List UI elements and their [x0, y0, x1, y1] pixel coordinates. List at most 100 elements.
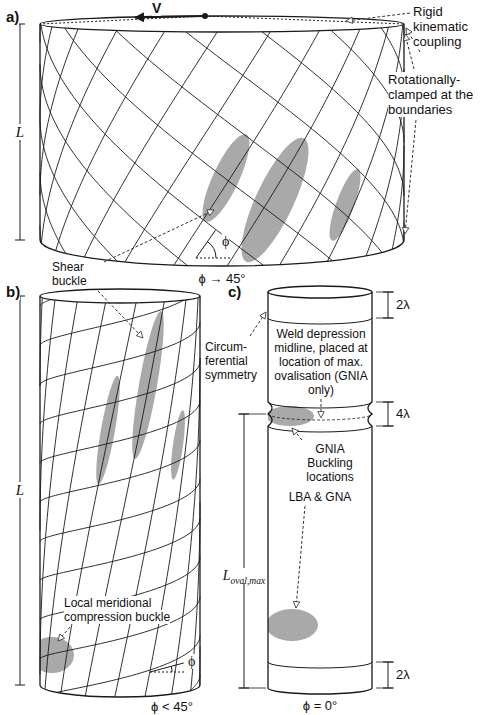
text-patch: Shear buckle: [52, 260, 87, 288]
dimension-line: [388, 662, 389, 688]
shell-bottom-rim: [40, 685, 200, 697]
dimension-line: [244, 414, 245, 688]
shell-grid-line: [186, 32, 404, 242]
annotation: Circum-ferential symmetry: [205, 340, 265, 382]
shell-grid-line: [262, 32, 404, 196]
annotation: Rigid kinematic coupling: [413, 4, 485, 49]
angle-value: ϕ = 0°: [303, 698, 338, 713]
buckle-group: [194, 129, 367, 270]
dimension-tick: [383, 292, 393, 293]
shell-top-rim: [40, 16, 404, 32]
text-patch: Loval,max: [223, 568, 265, 583]
shell-ring: [268, 426, 372, 432]
shell-grid-line: [227, 29, 360, 266]
shell-ring: [268, 402, 372, 408]
shell-grid-line: [116, 31, 382, 253]
dimension-label: L: [16, 124, 24, 141]
dimension-line: [388, 292, 389, 318]
text-patch: ϕ < 45°: [151, 699, 193, 714]
angle-label: ϕ: [188, 654, 195, 670]
buckle-zone: [194, 129, 258, 227]
panel-label: a): [6, 8, 19, 25]
text-patch: GNIA Buckling locations: [306, 442, 353, 484]
leader-line: [321, 399, 322, 418]
dimension-tick: [383, 426, 393, 427]
panel-label: c): [228, 283, 241, 300]
angle-reference: [196, 258, 230, 259]
extension-line: [376, 318, 394, 319]
reference-point: [202, 13, 208, 19]
annotation: Local meridional compression buckle: [64, 596, 182, 624]
buckle-zone: [324, 166, 367, 244]
text-patch: V: [152, 0, 161, 16]
extension-line: [376, 662, 394, 663]
shell-grid-line: [190, 675, 200, 691]
extension-line: [376, 292, 394, 293]
text-patch: Circum-ferential symmetry: [205, 340, 257, 382]
shell-top-rim: [40, 289, 200, 303]
shell-grid-line: [65, 28, 333, 261]
shell-grid-line: [40, 64, 187, 265]
shell-bottom-rim: [268, 688, 372, 694]
text-patch: ϕ: [188, 654, 195, 669]
text-patch: ϕ: [222, 234, 229, 249]
shell-grid-line: [40, 518, 200, 581]
dimension-tick: [15, 240, 25, 241]
dimension-tick: [383, 318, 393, 319]
shear-force-arrow: [135, 16, 205, 18]
text-patch: a): [6, 8, 19, 25]
extension-line: [376, 426, 394, 427]
text-patch: ϕ = 0°: [303, 698, 338, 713]
shell-grid-line: [172, 358, 200, 694]
shell-grid: [40, 298, 200, 697]
force-label: V: [152, 0, 161, 16]
text-patch: c): [228, 283, 241, 300]
dimension-tick: [15, 685, 25, 686]
shell-grid-line: [40, 596, 200, 659]
angle-arc: [207, 242, 216, 258]
extension-line: [238, 414, 266, 415]
buckle-zone: [30, 637, 74, 673]
dimension-label: 4λ: [396, 406, 410, 421]
coupling-line: [40, 16, 205, 24]
shell-edge: [39, 296, 40, 685]
text-patch: L: [16, 482, 24, 498]
shell-grid-line: [61, 303, 136, 693]
dimension-label: Loval,max: [223, 568, 265, 589]
buckle-zone: [126, 310, 170, 461]
dimension-label: 2λ: [396, 667, 410, 682]
subscript: oval,max: [231, 576, 266, 586]
shell-ring: [268, 414, 372, 420]
extension-line: [376, 402, 394, 403]
extension-line: [238, 688, 266, 689]
cylinder-c: [268, 286, 372, 694]
shell-grid: [40, 25, 404, 266]
buckle-zone: [168, 410, 188, 481]
shell-grid-line: [40, 322, 200, 385]
buckle-group: [266, 406, 318, 641]
buckle-zone: [92, 375, 125, 486]
text-patch: 2λ: [396, 667, 410, 682]
shell-grid: [40, 25, 404, 266]
cylinder-b: [40, 289, 200, 697]
dimension-line: [388, 402, 389, 426]
shell-ring: [268, 318, 372, 324]
shell-edge: [368, 292, 372, 688]
cylinder-a: [40, 16, 404, 266]
text-patch: Rotationally-clamped at the boundaries: [388, 72, 473, 117]
annotation: Weld depression midline, placed at locat…: [269, 327, 373, 397]
shell-grid-line: [125, 32, 270, 262]
leader-line: [98, 291, 143, 338]
angle-arc: [171, 666, 173, 672]
shell-grid-line: [84, 32, 217, 257]
extension-line: [376, 688, 394, 689]
shell-grid-line: [145, 298, 198, 697]
text-patch: 2λ: [396, 297, 410, 312]
shell-edge: [268, 292, 272, 688]
text-patch: LBA & GNA: [289, 490, 352, 504]
annotation: Shear buckle: [52, 260, 100, 288]
shell-grid-line: [40, 401, 200, 464]
leader-line: [58, 627, 70, 641]
dimension-label: 2λ: [396, 297, 410, 312]
